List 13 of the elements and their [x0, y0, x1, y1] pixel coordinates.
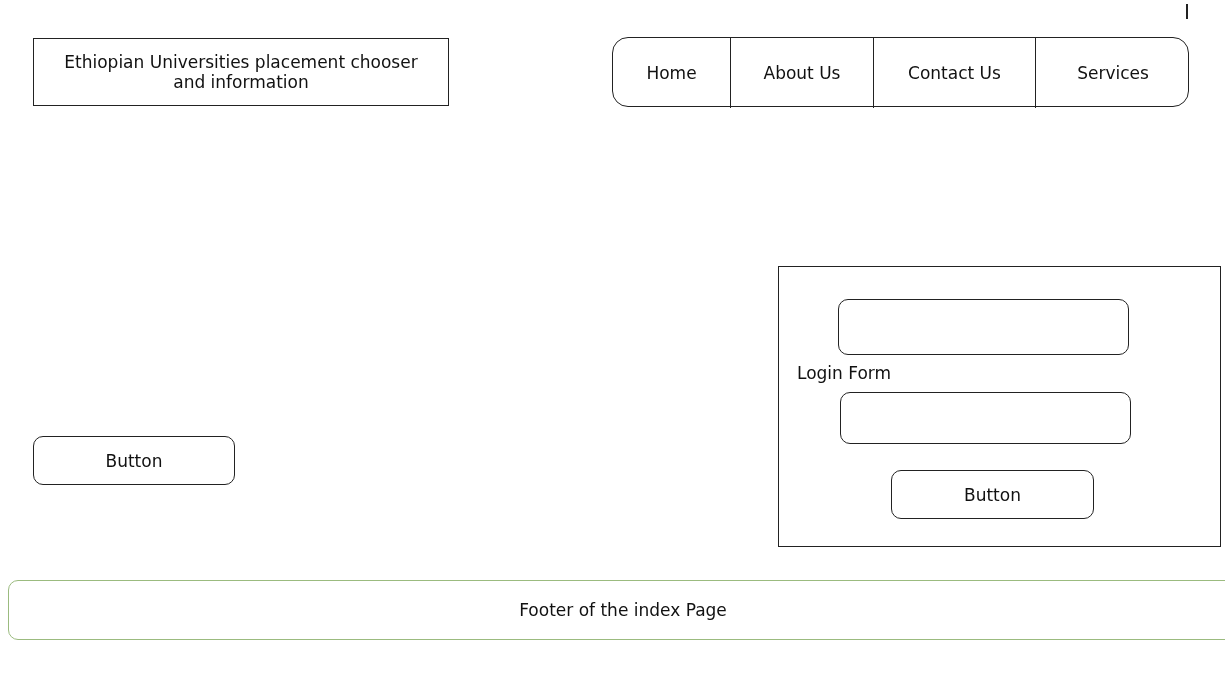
nav-link: Services: [1035, 38, 1190, 108]
login-button: Button: [891, 470, 1094, 519]
site-title-box: Ethiopian Universities placement chooser and information: [33, 38, 449, 106]
nav-link: Home: [613, 38, 730, 108]
form-title: Login Form: [797, 363, 892, 383]
action-button: Button: [33, 436, 235, 485]
nav-link: About Us: [730, 38, 873, 108]
nav-link: Contact Us: [873, 38, 1035, 108]
input-field: [838, 299, 1129, 355]
footer-bar: Footer of the index Page: [8, 580, 1225, 640]
login-panel: [778, 266, 1221, 547]
nav-bar: [612, 37, 1189, 107]
input-field: [840, 392, 1131, 444]
